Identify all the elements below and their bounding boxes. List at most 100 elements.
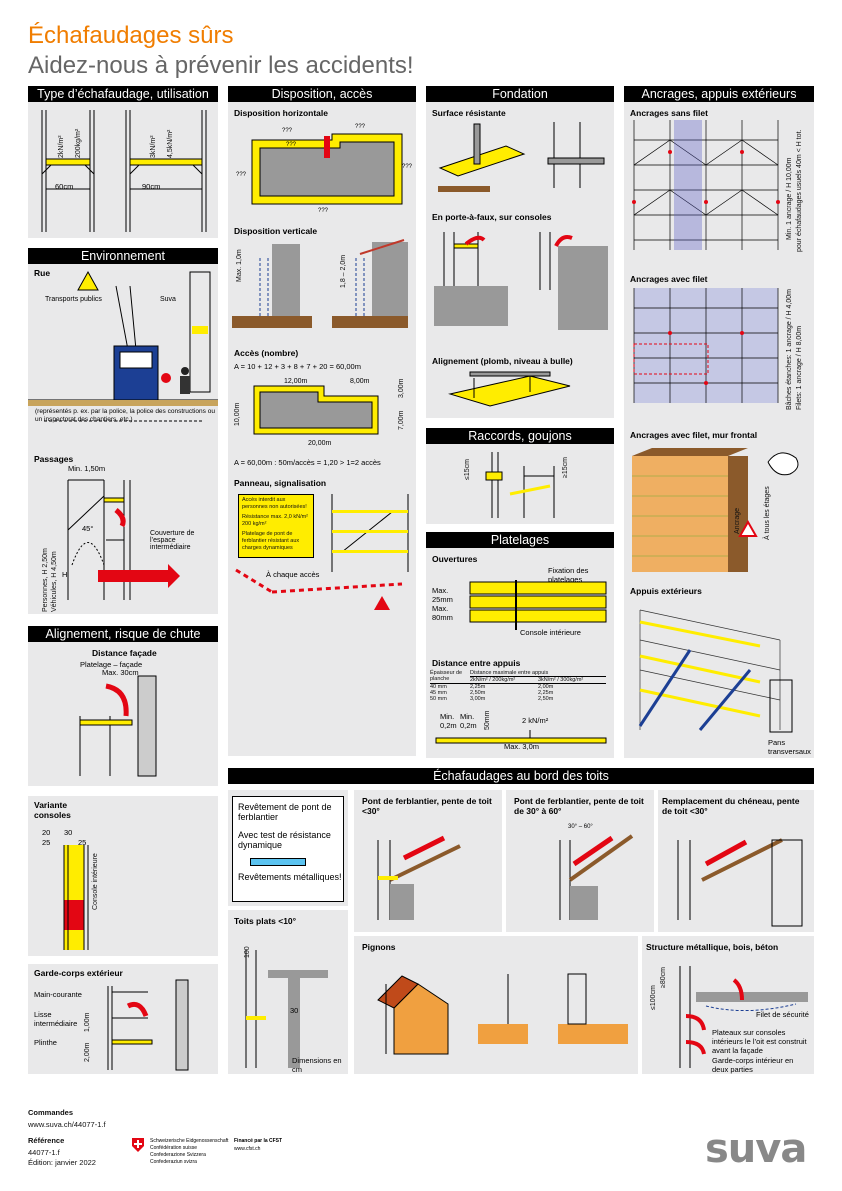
appuis-diagram xyxy=(435,730,607,744)
passages-title: Passages xyxy=(34,454,74,464)
d25b: 25 xyxy=(78,838,87,847)
porte-diagram xyxy=(434,232,608,330)
garde-diagram xyxy=(107,979,189,1071)
avec-v2: Filets: 1 ancrage / H 8,00m xyxy=(796,325,803,410)
pans-label: Pans transversaux xyxy=(768,738,811,756)
header-platelages: Platelages xyxy=(426,532,614,548)
ouvertures-title: Ouvertures xyxy=(432,554,478,564)
load-label-2b: 4,5kN/m² xyxy=(167,129,174,158)
structure-title: Structure métallique, bois, béton xyxy=(646,942,779,952)
scaffold-width-diagram xyxy=(41,110,207,232)
sans-v2: pour échafaudages usuels 40m < H tot. xyxy=(796,129,803,252)
cell: 2,00m xyxy=(538,684,554,690)
header-ancrages: Ancrages, appuis extérieurs xyxy=(624,86,814,102)
verticale-diagram xyxy=(232,239,408,328)
horizontale-title: Disposition horizontale xyxy=(234,108,328,118)
chaque-label: À chaque accès xyxy=(266,570,320,579)
fixation-label: Fixation des platelages xyxy=(548,566,589,584)
suva-logo: suva xyxy=(705,1126,807,1172)
sans-title: Ancrages sans filet xyxy=(630,108,708,118)
d2000: 20,00m xyxy=(308,440,332,447)
panel-structure xyxy=(642,936,814,1074)
max80-label: Max. 80mm xyxy=(432,604,453,622)
panneau-title: Panneau, signalisation xyxy=(234,478,327,488)
blue-panel-sample xyxy=(250,858,306,866)
d300: 3,00m xyxy=(398,378,405,398)
revetement-box xyxy=(232,796,344,902)
q3: ??? xyxy=(286,142,297,148)
sans-v1: Min. 1 ancrage / H 10,00m xyxy=(786,157,793,241)
sign-line-1: Accès interdit aux personnes non autoris… xyxy=(242,497,307,510)
console-vert-label: Console intérieure xyxy=(92,853,99,910)
h100-label: 1,00m xyxy=(84,1012,91,1032)
distance-facade-diagram xyxy=(79,675,157,777)
dimensions-label: Dimensions en cm xyxy=(292,1056,342,1074)
filet-label: Filet de sécurité xyxy=(756,1010,809,1019)
d25a: 25 xyxy=(42,838,51,847)
transports-label: Transports publics xyxy=(45,296,102,303)
personnes-label: Personnes, H 2,50m xyxy=(42,548,49,612)
min02a-label: Min. 0,2m xyxy=(440,712,457,730)
sign-line-2: Résistance max. 2,0 kN/m² 200 kg/m² xyxy=(242,514,309,527)
garde-title: Garde-corps extérieur xyxy=(34,968,123,978)
commandes-url[interactable]: www.suva.ch/44077-1.f xyxy=(28,1120,106,1129)
aplomb-title: Alignement (plomb, niveau à bulle) xyxy=(432,356,573,366)
width-90: 90cm xyxy=(142,182,161,191)
passages-diagram xyxy=(67,479,180,600)
pignons-title: Pignons xyxy=(362,942,396,952)
page-subtitle: Aidez-nous à prévenir les accidents! xyxy=(28,52,414,79)
d800: 8,00m xyxy=(350,378,370,385)
h-label: H xyxy=(62,570,68,579)
pignons-diagram xyxy=(377,973,628,1055)
header-fondation: Fondation xyxy=(426,86,614,102)
variante-diagram xyxy=(63,845,89,950)
rue-note: (représentés p. ex. par la police, la po… xyxy=(35,408,215,423)
remplacement-title: Remplacement du chéneau, pente de toit <… xyxy=(662,796,800,816)
garde-toit-label: Garde-corps intérieur en deux parties xyxy=(712,1056,794,1074)
rue-illustration xyxy=(28,270,218,422)
angle2-label: 30° – 60° xyxy=(568,824,593,830)
q1: ??? xyxy=(282,128,293,134)
th-3kn: 3kN/m² / 300kg/m² xyxy=(538,676,606,684)
h1820-label: 1,8 – 2,0m xyxy=(340,254,347,288)
load-label-1b: 200kg/m² xyxy=(75,128,82,158)
header-raccords: Raccords, goujons xyxy=(426,428,614,444)
console-label: Console intérieure xyxy=(520,628,581,637)
panel-raccords xyxy=(426,428,614,524)
th-epaisseur: Épaisseur de planche xyxy=(430,670,470,684)
cell: 3,00m xyxy=(470,696,486,702)
distance-title: Distance entre appuis xyxy=(432,658,521,668)
plinthe-label: Plinthe xyxy=(34,1038,57,1047)
platelage-label: Platelage – façade xyxy=(80,660,143,669)
suva-label: Suva xyxy=(160,296,176,303)
warning-sign: Accès interdit aux personnes non autoris… xyxy=(238,494,314,558)
appuis-ext-diagram xyxy=(638,609,793,733)
surface-diagram xyxy=(438,122,605,192)
reference-label: Référence xyxy=(28,1136,65,1145)
cell: 2,25m xyxy=(470,684,486,690)
d20: 20 xyxy=(42,828,51,837)
confed-2: Confédération suisse xyxy=(150,1145,197,1151)
header-type: Type d’échafaudage, utilisation xyxy=(28,86,218,102)
ancrage-label: Ancrage xyxy=(734,507,741,534)
frontal-diagram xyxy=(632,448,799,572)
cell: 2,25m xyxy=(538,690,554,696)
d50-label: 50mm xyxy=(484,710,491,730)
cfst-1: Financé par la CFST xyxy=(234,1138,283,1144)
acces-result: A = 60,00m : 50m/accès = 1,20 > 1=2 accè… xyxy=(234,458,381,467)
variante-title: Variante consoles xyxy=(34,800,71,820)
d700: 7,00m xyxy=(398,410,405,430)
d30: 30 xyxy=(64,828,73,837)
width-60: 60cm xyxy=(55,182,74,191)
etages-label: À tous les étages xyxy=(764,486,771,540)
max3-label: Max. 3,0m xyxy=(504,742,540,751)
confed-4: Confederaziun svizra xyxy=(150,1159,197,1165)
panel-alignement xyxy=(28,626,218,786)
sign-line-3: Platelage de pont de ferblantier résista… xyxy=(242,531,300,551)
cell: 2,50m xyxy=(538,696,554,702)
panel-platelages xyxy=(426,532,614,758)
avec-v1: Bâches étanches: 1 ancrage / H 4,00m xyxy=(786,288,793,410)
header-alignement: Alignement, risque de chute xyxy=(28,626,218,642)
lisse-label: Lisse intermédiaire xyxy=(34,1010,78,1028)
